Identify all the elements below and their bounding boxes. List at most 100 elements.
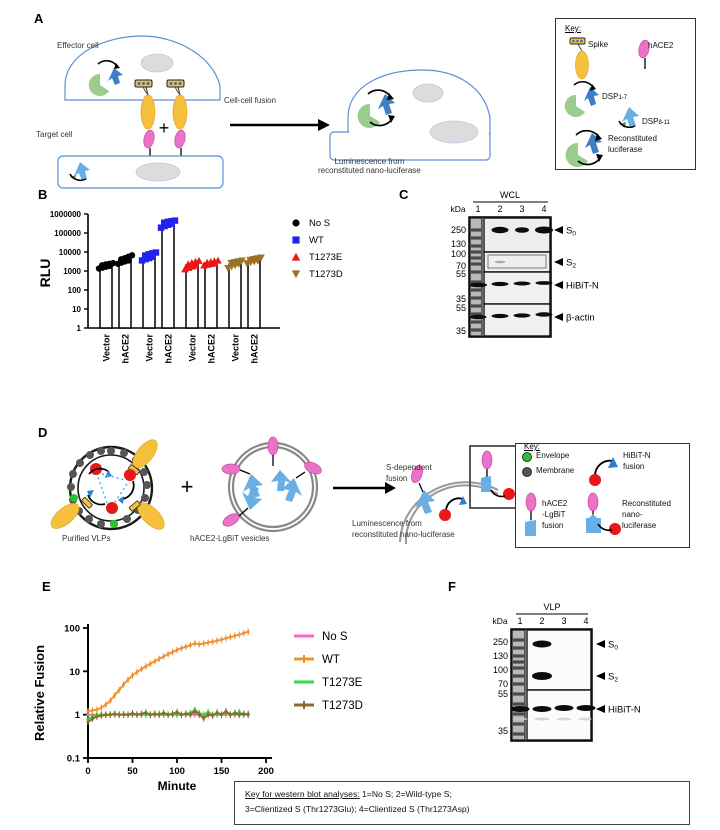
blot-ladder-band — [513, 702, 524, 706]
blot-lane-label: 1 — [517, 616, 522, 626]
panel-b-ytick: 100000 — [54, 229, 81, 238]
panel-b: B — [38, 186, 47, 204]
blot-subpanel — [483, 217, 551, 253]
spike-glyph-1 — [134, 79, 156, 130]
cell-cell-fusion-label: Cell-cell fusion — [224, 96, 277, 105]
key-a-hace2-label: hACE2 — [648, 41, 674, 50]
panel-b-datapoint — [149, 250, 156, 257]
bottom-key-line2: 3=Clientized S (Thr1273Glu); 4=Clientize… — [245, 804, 470, 814]
blot-band — [554, 705, 574, 711]
blot-outer-border — [510, 628, 593, 742]
panel-e-datapoint — [122, 682, 126, 686]
panel-e-ytick: 1 — [75, 710, 81, 721]
panel-e-datapoint — [162, 711, 166, 715]
blot-ladder-band — [471, 270, 481, 274]
panel-e-datapoint — [228, 713, 232, 717]
blot-ladder-band — [471, 320, 481, 324]
bottom-key-title: Key for western blot analyses: — [245, 789, 360, 799]
blot-marker-label: 70 — [498, 679, 508, 689]
panel-e-ytick: 10 — [69, 667, 80, 678]
blot-band — [534, 717, 550, 721]
blot-ladder-band — [471, 312, 481, 316]
panel-e-datapoint — [211, 714, 215, 718]
blot-ladder-band — [513, 732, 524, 736]
panel-e-datapoint — [126, 713, 130, 717]
panel-e-legend-label: T1273E — [322, 677, 363, 689]
blot-marker-label: 35 — [456, 294, 466, 304]
blot-band — [491, 226, 509, 234]
panel-c: C — [399, 186, 408, 204]
panel-d-diagram: + — [45, 432, 519, 552]
blot-marker-label: 55 — [456, 269, 466, 279]
panel-e-datapoint — [162, 654, 166, 658]
blot-ladder-band — [471, 288, 481, 292]
blot-band-label: HiBiT-N — [608, 705, 641, 716]
blot-kda-label: kDa — [450, 204, 465, 214]
panel-e-datapoint — [193, 713, 197, 717]
blot-marker-label: 100 — [451, 249, 466, 259]
panel-e-datapoint — [171, 650, 175, 654]
s-dependent-fusion-label: S-dependent fusion — [386, 463, 432, 483]
blot-ladder-band — [513, 654, 524, 658]
panel-b-bar — [204, 262, 218, 329]
blot-ladder-band — [513, 660, 524, 664]
hace2-vesicle-glyph — [221, 436, 322, 533]
key-d-title: Key: — [524, 442, 541, 451]
key-d-membrane-dot — [522, 467, 532, 477]
panel-b-xtick: hACE2 — [207, 334, 217, 364]
panel-b-xtick: Vector — [102, 334, 112, 362]
blot-band — [513, 281, 531, 286]
blot-marker-label: 70 — [456, 261, 466, 271]
panel-e-datapoint — [99, 706, 103, 710]
panel-b-xtick: Vector — [231, 334, 241, 362]
panel-b-legend-label: T1273D — [309, 269, 343, 280]
panel-e-datapoint — [233, 634, 237, 638]
panel-e-datapoint — [157, 657, 161, 661]
spike-glyph-2 — [166, 79, 188, 130]
blot-ladder-band — [471, 236, 481, 240]
blot-ladder-band — [471, 256, 481, 260]
panel-e-datapoint — [104, 703, 108, 707]
panel-b-datapoint — [168, 217, 175, 225]
blot-arrow-icon — [554, 258, 563, 266]
panel-a-letter: A — [34, 11, 44, 26]
hace2-glyph-1 — [143, 129, 155, 158]
blot-subpanel — [526, 689, 592, 741]
plus-sign-a: + — [159, 118, 170, 138]
blot-inner-box — [487, 254, 547, 269]
hace2-glyph-2 — [174, 129, 186, 158]
blot-subpanel — [526, 629, 592, 691]
panel-a: A — [34, 10, 43, 28]
panel-e-datapoint — [237, 633, 241, 637]
panel-b-xtick: Vector — [145, 334, 155, 362]
panel-e-datapoint — [122, 712, 126, 716]
blot-band — [578, 717, 594, 721]
blot-arrow-icon — [596, 640, 605, 648]
panel-e-datapoint — [233, 711, 237, 715]
vlp-glyph — [50, 439, 165, 531]
bottom-key-box: Key for western blot analyses: 1=No S; 2… — [234, 781, 690, 825]
key-d-hace2-lgbit-glyph — [524, 492, 537, 536]
hace2-vesicles-label: hACE2-LgBiT vesicles — [190, 534, 270, 543]
blot-subpanel — [483, 271, 551, 305]
panel-d-key-box: Key: Envelope Membrane HiBiT-N fusion hA… — [515, 442, 690, 548]
panel-e-datapoint — [193, 641, 197, 645]
panel-e-legend-label: No S — [322, 631, 348, 643]
key-d-envelope-label: Envelope — [536, 451, 570, 460]
panel-e-datapoint — [228, 635, 232, 639]
panel-e-datapoint — [153, 712, 157, 716]
panel-a-diagram: + — [30, 22, 491, 189]
panel-e-ytick: 0.1 — [67, 754, 81, 765]
panel-b-ytick: 1000 — [63, 267, 81, 276]
blot-marker-label: 130 — [451, 239, 466, 249]
blot-ladder-band — [513, 646, 524, 650]
blot-lane-label: 4 — [541, 204, 546, 214]
panel-e-datapoint — [197, 642, 201, 646]
panel-e-datapoint — [99, 714, 103, 718]
panel-e-datapoint — [108, 699, 112, 703]
panel-e-datapoint — [86, 709, 90, 713]
panel-e-datapoint — [166, 713, 170, 717]
panel-e-xlabel: Minute — [158, 779, 197, 793]
